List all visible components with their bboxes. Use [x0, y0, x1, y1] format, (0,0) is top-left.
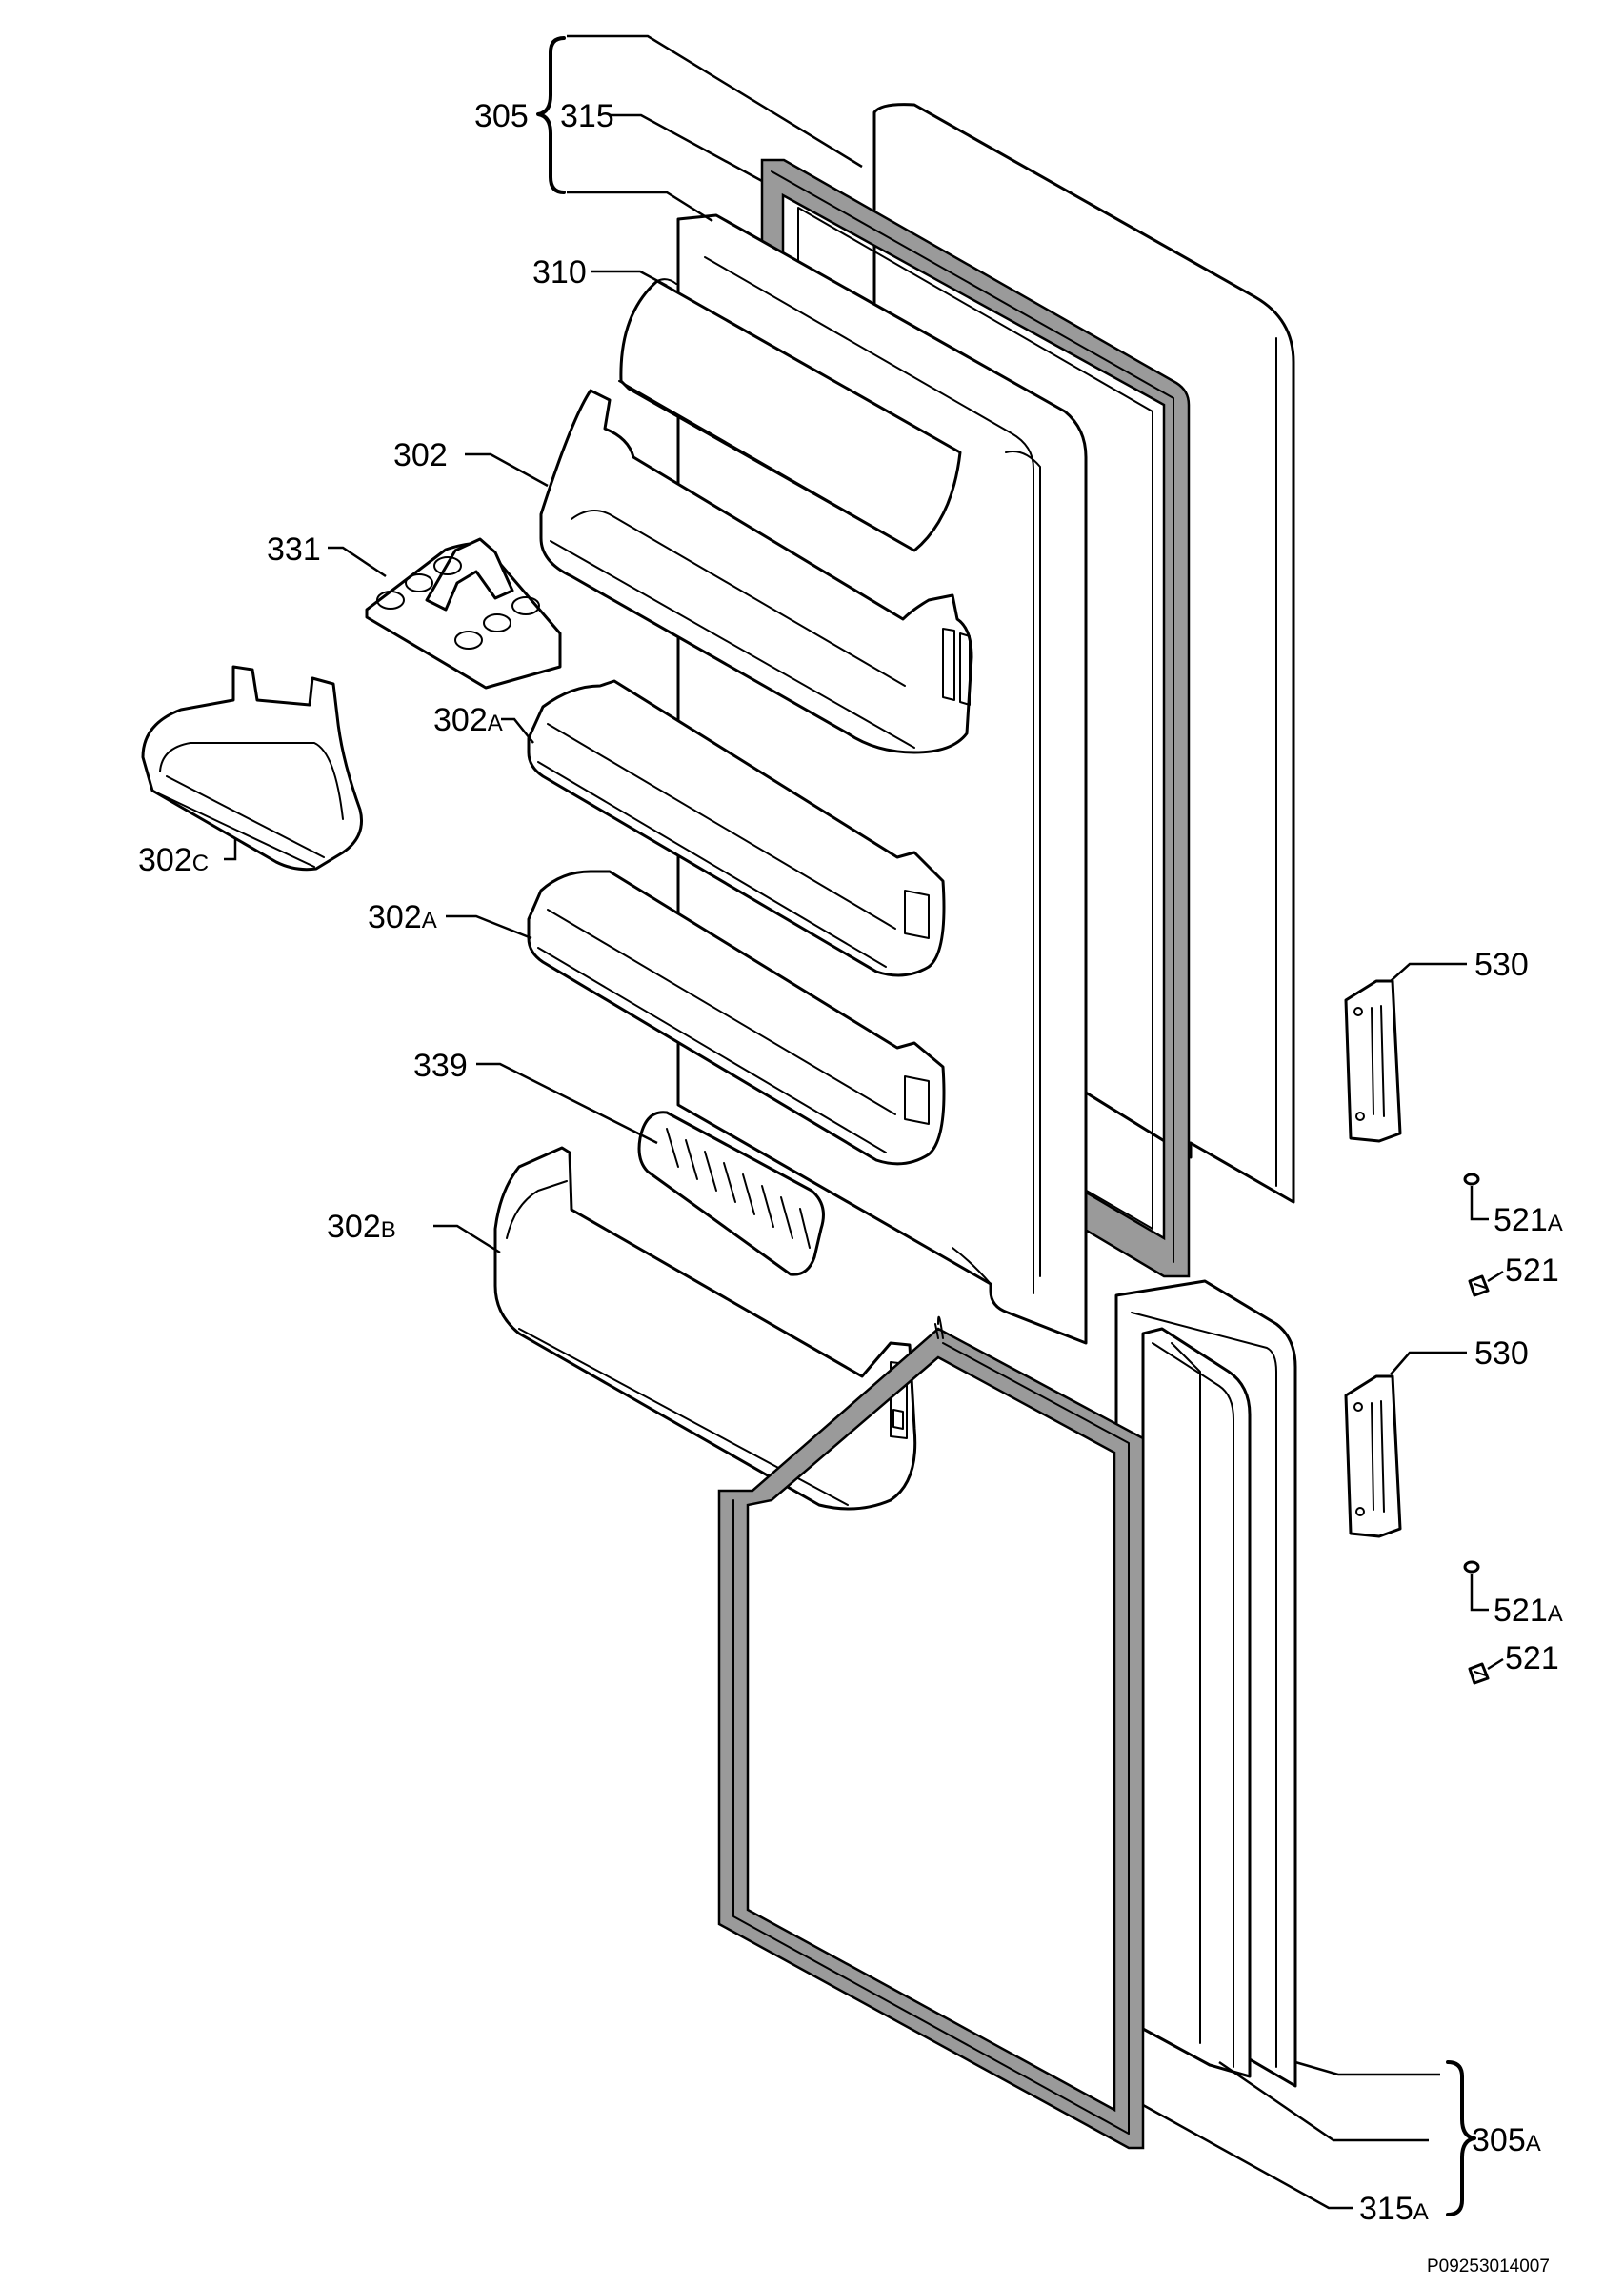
door-shelf-302a-lower — [527, 870, 946, 1166]
cap-521a-upper — [1463, 1173, 1480, 1186]
hinge-530-lower — [1344, 1374, 1402, 1538]
label-310: 310 — [532, 254, 587, 291]
hinge-530-upper — [1344, 979, 1402, 1143]
door-shelf-302 — [539, 389, 973, 754]
screw-521-upper — [1468, 1274, 1490, 1297]
lower-door-inner-liner — [1141, 1327, 1252, 2078]
label-521-upper: 521 — [1505, 1253, 1559, 1289]
door-shelf-302a-upper — [527, 679, 946, 977]
label-521a-lower: 521A — [1494, 1593, 1563, 1629]
cap-521a-lower — [1463, 1560, 1480, 1574]
label-331: 331 — [267, 531, 321, 568]
label-305a: 305A — [1472, 2122, 1541, 2158]
label-302: 302 — [393, 437, 448, 473]
label-302b: 302B — [327, 1209, 396, 1245]
lower-door-gasket — [717, 1315, 1145, 2150]
label-302c: 302C — [138, 842, 209, 878]
label-305: 305 — [474, 98, 529, 134]
door-shelf-302b — [493, 1146, 917, 1511]
label-339: 339 — [413, 1048, 468, 1084]
leader-lines — [224, 34, 1504, 2210]
label-521a-upper: 521A — [1494, 1202, 1563, 1238]
brace-305 — [536, 36, 566, 194]
dairy-cover-310 — [618, 278, 962, 552]
egg-holder-331 — [365, 537, 562, 690]
screw-521-lower — [1468, 1662, 1490, 1685]
partition-339 — [637, 1111, 825, 1276]
label-315: 315 — [560, 98, 614, 134]
label-530-lower: 530 — [1474, 1335, 1529, 1372]
label-530-upper: 530 — [1474, 947, 1529, 983]
bottle-holder-302c — [141, 665, 363, 872]
part-labels: 305 315 310 302 331 302A 302C 302A 339 3… — [138, 98, 1563, 2227]
label-315a: 315A — [1359, 2191, 1429, 2227]
drawing-code: P09253014007 — [1427, 2256, 1550, 2276]
braces — [536, 36, 1476, 2216]
label-302a-upper: 302A — [433, 702, 503, 738]
label-302a-lower: 302A — [368, 899, 437, 935]
label-521-lower: 521 — [1505, 1640, 1559, 1676]
brace-305a — [1446, 2060, 1476, 2216]
